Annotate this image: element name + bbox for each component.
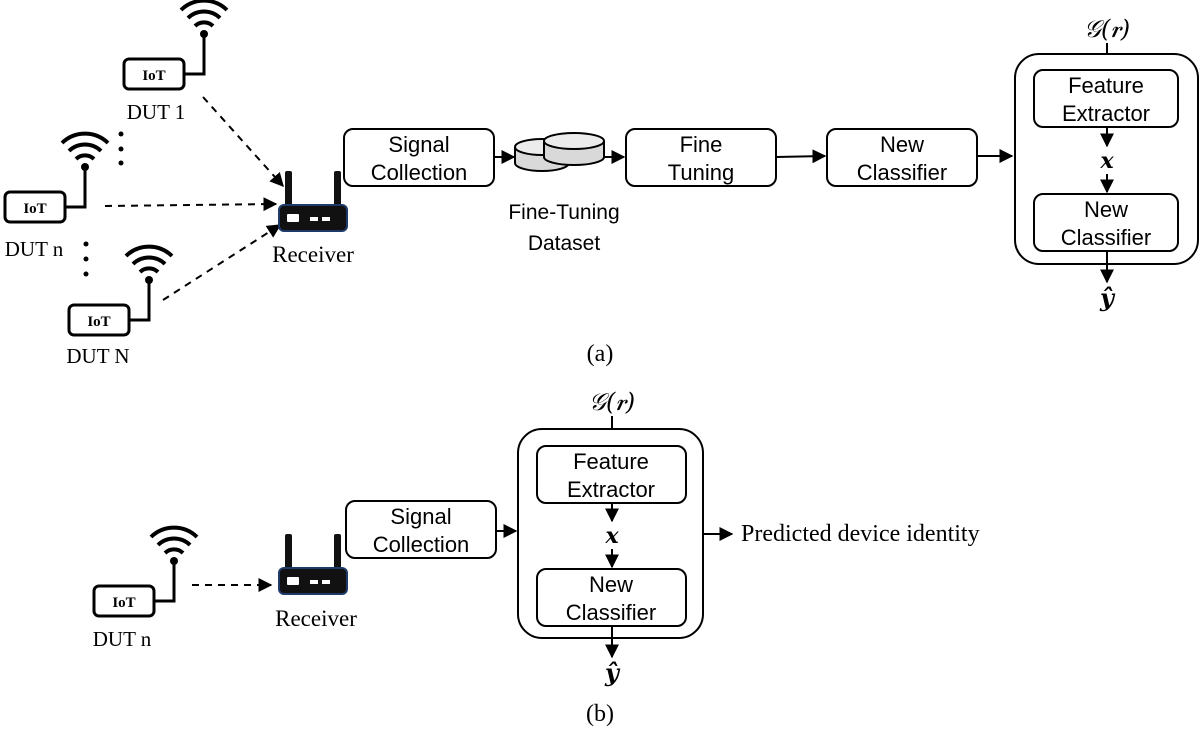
iot-tag-b: IoT: [112, 595, 135, 611]
latent-x-label-b: 𝒙: [604, 523, 619, 548]
arrow-finetune-classifier: [775, 149, 827, 164]
label-dut1: DUT 1: [127, 100, 186, 124]
output-yhat-label-b: 𝒚̂: [604, 661, 621, 687]
iot-tag-dutn: IoT: [23, 201, 46, 217]
feature-extractor-line1-a: Feature: [1068, 73, 1144, 98]
fine-tuning-box: [625, 128, 777, 187]
signal-collection-line1-a: Signal: [388, 132, 449, 157]
iot-device-dutn-icon: [3, 131, 110, 225]
link-dut1-receiver: [202, 96, 284, 188]
iot-tag-dutN: IoT: [87, 314, 110, 330]
panel-a: IoT DUT 1 IoT DUT n IoT DUT N Receiver: [3, 0, 1199, 368]
link-dutn-receiver: [104, 197, 278, 212]
panel-b: IoT DUT n Receiver Signal Collection 𝒢(𝒓…: [92, 388, 980, 727]
label-dutn: DUT n: [5, 237, 64, 261]
label-dut-b: DUT n: [93, 627, 152, 651]
model-classifier-line1-a: New: [1084, 197, 1128, 222]
fine-tuning-line2: Tuning: [668, 160, 734, 185]
dataset-disk-icon: [514, 132, 605, 172]
dataset-label-line1: Fine-Tuning: [508, 201, 619, 224]
dataset-label-line2: Dataset: [528, 232, 601, 255]
feature-extractor-line1-b: Feature: [573, 449, 649, 474]
new-classifier-line2-a: Classifier: [857, 160, 947, 185]
ellipsis-dots-lower: [83, 241, 89, 277]
latent-x-label-a: 𝒙: [1099, 148, 1114, 173]
iot-device-dut1-icon: [122, 0, 229, 92]
model-classifier-line2-b: Classifier: [566, 600, 656, 625]
model-input-label-b: 𝒢(𝒓): [589, 388, 635, 416]
new-classifier-line1-a: New: [880, 132, 924, 157]
feature-extractor-line2-b: Extractor: [567, 477, 655, 502]
fine-tuning-line1: Fine: [680, 132, 723, 157]
caption-a: (a): [587, 341, 614, 367]
output-yhat-label-a: 𝒚̂: [1099, 286, 1116, 312]
ellipsis-dots-upper: [118, 131, 124, 166]
label-receiver-a: Receiver: [272, 242, 354, 267]
label-dutN: DUT N: [66, 344, 129, 368]
receiver-b-icon: [278, 533, 348, 595]
predicted-identity-label: Predicted device identity: [741, 521, 980, 547]
signal-collection-line2-b: Collection: [373, 532, 470, 557]
iot-device-b-icon: [92, 525, 199, 618]
label-receiver-b: Receiver: [275, 606, 357, 631]
signal-collection-box-b: [345, 500, 497, 559]
model-classifier-line2-a: Classifier: [1061, 225, 1151, 250]
feature-extractor-line2-a: Extractor: [1062, 101, 1150, 126]
signal-collection-line2-a: Collection: [371, 160, 468, 185]
model-input-label-a: 𝒢(𝒓): [1084, 15, 1130, 43]
link-dutN-receiver: [162, 224, 282, 301]
receiver-icon: [278, 170, 348, 232]
signal-collection-line1-b: Signal: [390, 504, 451, 529]
new-classifier-box-a: [826, 128, 978, 187]
model-classifier-line1-b: New: [589, 572, 633, 597]
caption-b: (b): [586, 701, 614, 727]
iot-tag-dut1: IoT: [142, 68, 165, 84]
